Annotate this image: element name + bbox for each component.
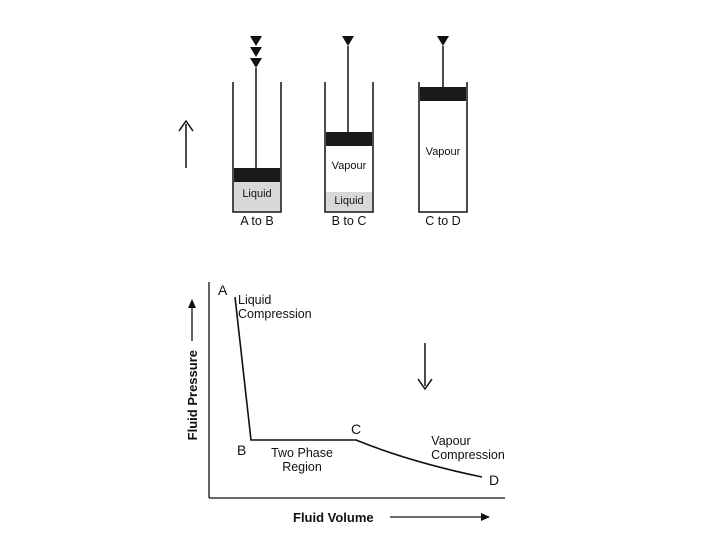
up-arrow-icon <box>178 119 194 168</box>
liquid-fill <box>326 192 372 211</box>
pv-chart: A B C D Liquid Compression Two Phase Reg… <box>185 282 505 525</box>
two-phase-label-line2: Region <box>282 460 322 474</box>
weight-stack-icon <box>250 36 262 68</box>
x-axis-label: Fluid Volume <box>293 510 374 525</box>
weight-icon <box>437 36 449 46</box>
cylinder-wall <box>418 82 468 213</box>
point-d-label: D <box>489 472 499 488</box>
y-axis-title: Fluid Pressure <box>185 299 200 440</box>
x-axis-title: Fluid Volume <box>293 510 490 525</box>
two-phase-label-line1: Two Phase <box>271 446 333 460</box>
process-curve <box>234 296 483 478</box>
point-b-label: B <box>237 442 246 458</box>
cylinder-caption: C to D <box>425 214 460 228</box>
vapour-label: Vapour <box>426 146 461 158</box>
piston <box>326 132 372 146</box>
vapour-compression-label-line2: Compression <box>431 448 505 462</box>
piston <box>234 168 280 182</box>
y-axis-label: Fluid Pressure <box>185 350 200 440</box>
cylinder-b-to-c: Vapour Liquid B to C <box>324 36 374 228</box>
cylinder-wall <box>324 82 374 213</box>
liquid-compression-label-line1: Liquid <box>238 293 271 307</box>
cylinder-a-to-b: Liquid A to B <box>232 36 282 228</box>
weight-icon <box>342 36 354 46</box>
cylinder-wall <box>232 82 282 213</box>
cylinder-caption: B to C <box>332 214 367 228</box>
liquid-label: Liquid <box>334 195 363 207</box>
down-arrow-icon <box>417 343 433 391</box>
point-c-label: C <box>351 421 361 437</box>
liquid-compression-label-line2: Compression <box>238 307 312 321</box>
cylinder-caption: A to B <box>240 214 273 228</box>
piston <box>420 87 466 101</box>
vapour-compression-label-line1: Vapour <box>431 434 470 448</box>
vapour-label: Vapour <box>332 160 367 172</box>
liquid-label: Liquid <box>242 188 271 200</box>
liquid-fill <box>234 182 280 211</box>
cylinder-c-to-d: Vapour C to D <box>418 36 468 228</box>
point-a-label: A <box>218 282 228 298</box>
